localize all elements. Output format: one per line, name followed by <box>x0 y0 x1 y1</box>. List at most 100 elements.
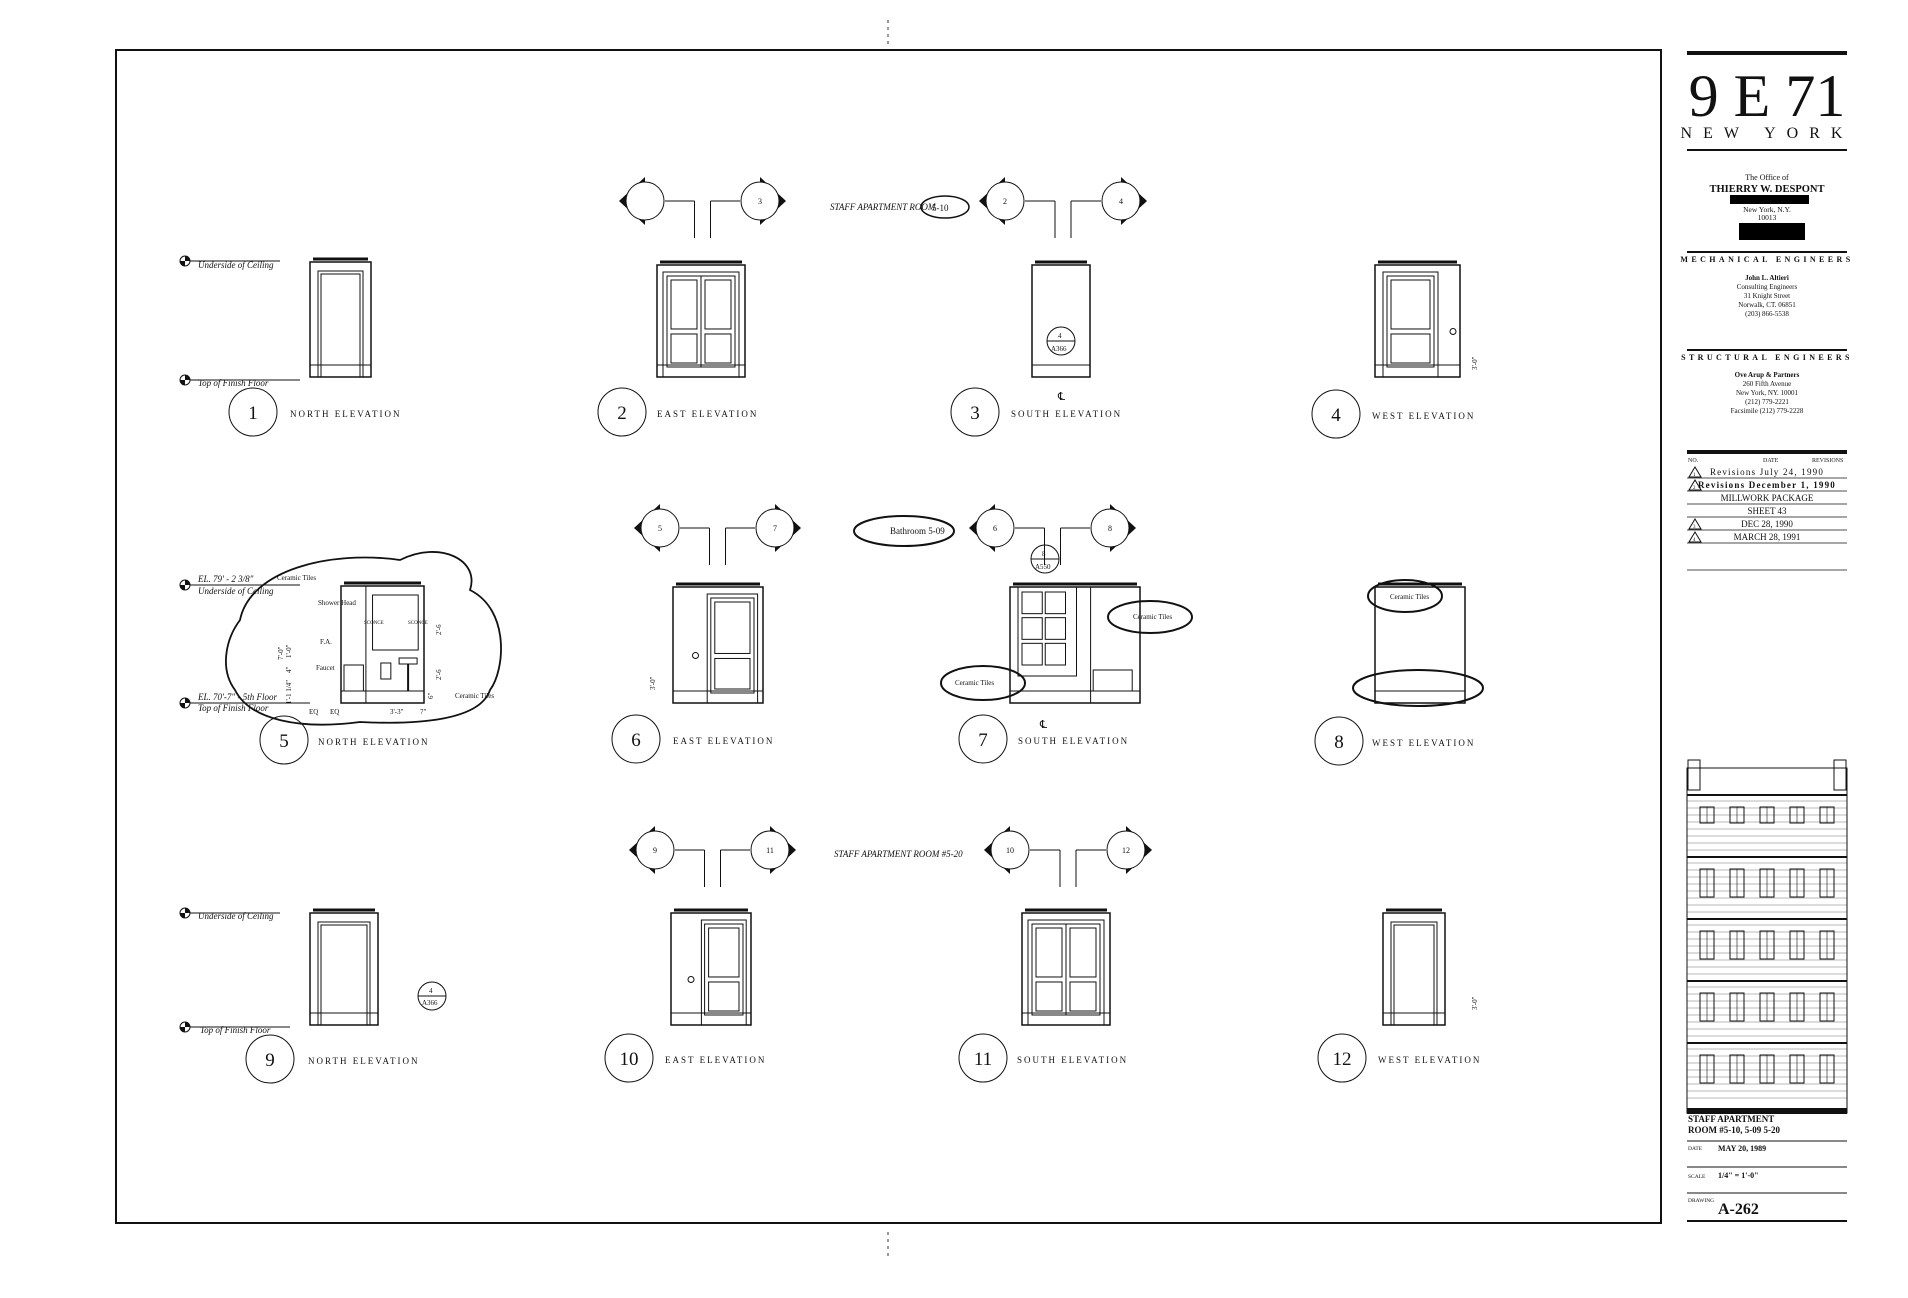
door-leaf <box>1386 275 1435 368</box>
level-marker-icon <box>180 580 190 590</box>
scale-value: 1/4" = 1'-0" <box>1718 1171 1759 1180</box>
mirror <box>372 594 419 651</box>
detail-tag-sheet: A366 <box>1051 345 1067 353</box>
revision-triangle-icon <box>1688 466 1702 478</box>
revisions-header-no: NO. <box>1688 458 1699 464</box>
elevation-number: 2 <box>617 403 627 424</box>
elevation-number-circle <box>259 715 309 765</box>
revision-triangle-icon <box>1688 479 1702 491</box>
door-casing <box>706 593 759 704</box>
building-facade-illustration <box>1686 759 1848 1114</box>
rule <box>1687 51 1847 55</box>
section-marker-number: 6 <box>993 524 997 533</box>
bathtub <box>1092 669 1133 692</box>
dim-7: 7" <box>420 708 427 716</box>
ceramic-tiles-note: Ceramic Tiles <box>1390 593 1429 601</box>
sink <box>398 657 418 665</box>
structural-line: Ove Arup & Partners <box>1735 371 1800 379</box>
elevation-number: 1 <box>248 403 258 424</box>
elevation-title: SOUTH ELEVATION <box>1018 736 1129 746</box>
annotations: Ceramic Tiles Shower Head F.A. Faucet SC… <box>225 326 1484 1011</box>
scale-label: SCALE <box>1688 1174 1706 1180</box>
section-marker-circle <box>1106 830 1146 870</box>
section-marker-circle <box>985 181 1025 221</box>
elevation-5 <box>340 581 425 704</box>
dim-3-0: 3'-0" <box>1471 356 1479 370</box>
level-floor-label: Top of Finish Floor <box>198 703 269 713</box>
section-marker-number: 11 <box>766 846 774 855</box>
elevation-title: SOUTH ELEVATION <box>1011 409 1122 419</box>
revision-text: MARCH 28, 1991 <box>1734 532 1801 542</box>
elevation-number-circle <box>950 387 1000 437</box>
door-casing <box>317 270 364 378</box>
door-panel <box>1035 981 1063 1012</box>
elevation-9 <box>309 908 379 1026</box>
dim-3-0: 3'-0" <box>1471 996 1479 1010</box>
dim-2-6: 2'-6 <box>435 624 443 635</box>
door-opening <box>320 273 361 378</box>
door-leaf <box>704 923 744 1016</box>
revision-text: DEC 28, 1990 <box>1741 519 1793 529</box>
fa-note: F.A. <box>320 638 332 646</box>
level-ceiling-label: Underside of Ceiling <box>198 260 274 270</box>
section-marker-number: 7 <box>773 524 777 533</box>
date-label: DATE <box>1688 1146 1703 1152</box>
chimney <box>1833 759 1847 791</box>
revision-text: Revisions December 1, 1990 <box>1698 480 1836 490</box>
dim-1-1-4: 1'-1 1/4" <box>285 680 293 704</box>
project-city: NEW YORK <box>1681 125 1854 142</box>
wall-outline <box>340 585 425 704</box>
sheet-title-line-2: ROOM #5-10, 5-09 5-20 <box>1688 1125 1780 1135</box>
revision-cloud <box>1352 669 1484 707</box>
mechanical-line: 31 Knight Street <box>1744 292 1790 300</box>
elevation-7 <box>1009 582 1141 704</box>
elevation-title: EAST ELEVATION <box>657 409 758 419</box>
sheet-border <box>115 49 1662 1224</box>
level-marker-icon <box>180 375 190 385</box>
window-pane <box>1044 617 1066 640</box>
elevation-number: 10 <box>620 1049 639 1070</box>
elevation-number-circle <box>228 387 278 437</box>
room-label-5-10-number: 5-10 <box>932 203 949 213</box>
structural-line: New York, NY. 10001 <box>1736 389 1799 397</box>
architect-zip: 10013 <box>1758 213 1777 222</box>
elevation-title: SOUTH ELEVATION <box>1017 1055 1128 1065</box>
elevation-title: NORTH ELEVATION <box>308 1056 420 1066</box>
dim-3-0: 3'-0" <box>649 676 657 690</box>
structural-lines: Ove Arup & Partners 260 Fifth Avenue New… <box>1731 371 1804 415</box>
revision-cloud <box>920 195 970 219</box>
detail-tag-sheet: A550 <box>1035 563 1051 571</box>
elevation-2 <box>656 260 746 378</box>
structural-line: 260 Fifth Avenue <box>1743 380 1791 388</box>
elevation-11 <box>1021 908 1111 1026</box>
door-casing <box>662 271 740 378</box>
redaction-bar <box>1730 195 1809 204</box>
architect-city: New York, N.Y. <box>1743 205 1791 214</box>
chimney <box>1687 759 1701 791</box>
shower-head-note: Shower Head <box>318 599 356 607</box>
level-marker-icon <box>180 256 190 266</box>
mechanical-line: Consulting Engineers <box>1737 283 1798 291</box>
revision-row: MILLWORK PACKAGE <box>1687 493 1847 505</box>
outlet-symbol <box>692 652 699 659</box>
level-floor-label: Top of Finish Floor <box>198 378 269 388</box>
wall-outline <box>1374 586 1466 704</box>
section-marker-circle <box>755 508 795 548</box>
elevation-number-circle <box>1311 389 1361 439</box>
structural-line: Facsimile (212) 779-2228 <box>1731 407 1804 415</box>
door-leaf <box>666 275 702 368</box>
revision-number: 1 <box>1693 473 1696 478</box>
section-marker-number: 4 <box>1119 197 1123 206</box>
wall-outline <box>1382 912 1446 1026</box>
architect-name: THIERRY W. DESPONT <box>1709 184 1824 195</box>
facade-base <box>1687 1108 1847 1114</box>
elevation-number: 4 <box>1331 405 1341 426</box>
